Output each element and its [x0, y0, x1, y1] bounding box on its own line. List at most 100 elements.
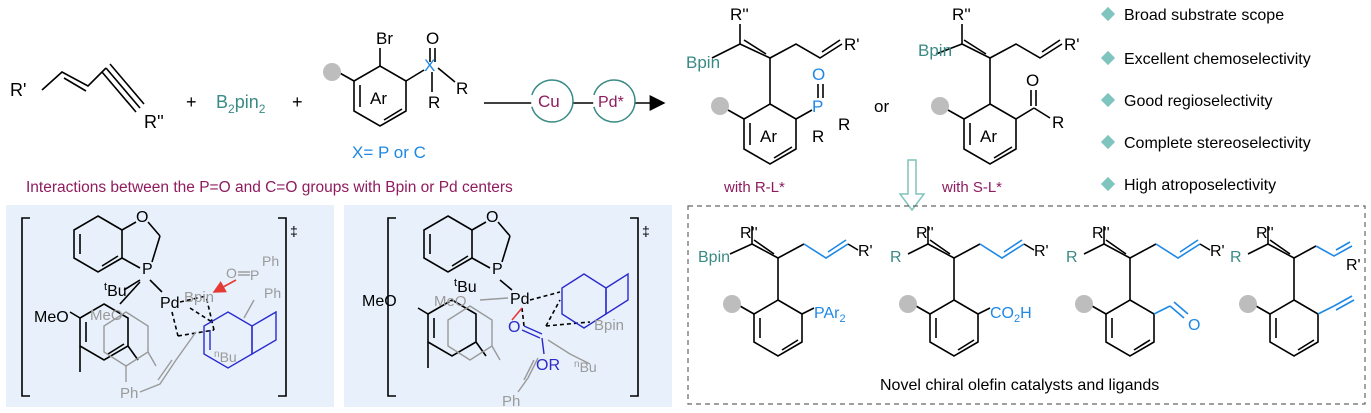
c3-group: O	[1188, 317, 1200, 334]
feature-item-1: Broad substrate scope	[1124, 7, 1284, 24]
p1-r-label-a: R	[838, 115, 850, 134]
ts2-dagger: ‡	[642, 223, 650, 239]
ts2-meo: MeO	[362, 293, 397, 310]
plus-sign-2: +	[292, 92, 303, 112]
feature-list: Broad substrate scope Excellent chemosel…	[1100, 6, 1311, 194]
catalyst-box	[687, 205, 1366, 405]
ts2-tbu-sup: t	[454, 277, 457, 289]
ts2-ring-o: O	[486, 209, 498, 226]
enyne-r1-label: R'	[10, 80, 26, 100]
catalyst-3-structure: R'' R R' O	[1066, 225, 1225, 357]
ts1-dagger: ‡	[290, 223, 298, 239]
diamond-bullet-icon	[1100, 134, 1116, 150]
p1-caption: with R-L*	[723, 179, 785, 196]
enyne-substrate: R' R''	[10, 63, 164, 132]
p2-o-label: O	[1026, 71, 1039, 90]
svg-text:nBu: nBu	[214, 349, 237, 365]
ts1-tbu: Bu	[107, 283, 127, 300]
p2-aryl-label: Ar	[980, 127, 997, 146]
p1-aryl-label: Ar	[760, 127, 777, 146]
p1-p-label: P	[812, 97, 823, 116]
p1-r2-label: R''	[730, 5, 749, 24]
svg-text:CO2H: CO2H	[990, 305, 1032, 325]
product-ketone: R'' Bpin R' O R Ar with S-L*	[918, 5, 1080, 196]
diamond-bullet-icon	[1100, 50, 1116, 66]
p2-caption: with S-L*	[941, 179, 1002, 196]
b2pin2-sub: 2	[228, 102, 235, 116]
ts2-carbonyl-o: O	[508, 319, 520, 336]
plus-sign-1: +	[186, 92, 197, 112]
c2-sub-label: R	[890, 249, 902, 266]
p1-bpin-label: Bpin	[686, 53, 720, 72]
p2-r2-label: R''	[952, 5, 971, 24]
diamond-bullet-icon	[1100, 6, 1116, 22]
product-phosphine-oxide: R'' Bpin R' O P R R Ar with R-L*	[686, 5, 860, 196]
c4-sub-label: R	[1230, 249, 1242, 266]
substituent-dot	[1075, 295, 1093, 313]
catalyst-caption: Novel chiral olefin catalysts and ligand…	[880, 377, 1159, 394]
ts1-bpin: Bpin	[184, 289, 214, 306]
svg-text:tBu: tBu	[454, 277, 477, 296]
c2-group-end: H	[1020, 305, 1032, 322]
x-definition-note: X= P or C	[352, 143, 426, 162]
p1-r-label-b: R	[812, 127, 824, 146]
ts1-nbu: Bu	[220, 349, 237, 365]
carbonyl-o-label: O	[426, 29, 439, 48]
catalyst-1-structure: R'' Bpin R' PAr2	[698, 225, 873, 357]
c1-r1-label: R'	[858, 243, 873, 260]
aryl-ring-label: Ar	[370, 89, 387, 108]
ts1-ph-3: Ph	[120, 385, 138, 402]
x-atom-label: X	[424, 56, 435, 75]
svg-text:B2pin2: B2pin2	[216, 92, 266, 116]
ts1-po-p: P	[250, 267, 259, 283]
ts2-nbu: Bu	[580, 359, 597, 375]
diamond-bullet-icon	[1100, 176, 1116, 192]
r-label-a: R	[428, 93, 440, 112]
p1-o-label: O	[812, 65, 825, 84]
p1-r1-label: R'	[844, 35, 860, 54]
pd-catalyst-label: Pd*	[598, 94, 624, 111]
substituent-dot	[931, 97, 949, 115]
ts1-p: P	[142, 261, 153, 278]
interaction-headline: Interactions between the P=O and C=O gro…	[26, 179, 513, 196]
feature-item-5: High atroposelectivity	[1124, 177, 1276, 194]
substituent-dot	[723, 295, 741, 313]
hollow-down-arrow-icon	[898, 159, 926, 212]
ts2-meo-ghost: MeO	[434, 293, 467, 310]
c1-r2-label: R''	[740, 225, 758, 242]
c3-r1-label: R'	[1210, 243, 1225, 260]
c3-sub-label: R	[1066, 249, 1078, 266]
diamond-bullet-icon	[1100, 92, 1116, 108]
ts2-ph: Ph	[502, 393, 520, 410]
feature-item-3: Good regioselectivity	[1124, 93, 1273, 110]
substituent-dot	[899, 295, 917, 313]
c4-r1-label: R'	[1346, 257, 1361, 274]
ts1-meo: MeO	[34, 309, 69, 326]
ts1-nbu-sup: n	[214, 349, 220, 360]
feature-item-4: Complete stereoselectivity	[1124, 135, 1311, 152]
catalyst-2-structure: R'' R R' CO2H	[890, 225, 1049, 357]
ts1-po-o: O	[226, 265, 237, 281]
substituent-dot	[323, 63, 341, 81]
b2pin2-pin: pin	[235, 92, 259, 112]
c1-group-sub: 2	[839, 313, 845, 325]
c2-r2-label: R''	[916, 225, 934, 242]
c1-sub-label: Bpin	[698, 249, 730, 266]
ts1-meo-ghost: MeO	[90, 307, 123, 324]
c3-r2-label: R''	[1092, 225, 1110, 242]
reaction-arrow: Cu Pd*	[484, 79, 666, 123]
ts1-structure: ‡ O P tBu Pd MeO MeO Bpin	[21, 209, 298, 402]
bromine-label: Br	[376, 29, 393, 48]
substituent-dot	[1239, 295, 1257, 313]
feature-item-2: Excellent chemoselectivity	[1124, 51, 1311, 68]
ts2-pd: Pd	[510, 291, 530, 308]
c4-r2-label: R''	[1256, 225, 1274, 242]
ts2-nbu-sup: n	[574, 359, 580, 370]
ts2-tbu: Bu	[457, 279, 477, 296]
substituent-dot	[711, 97, 729, 115]
b2pin2-b: B	[216, 92, 228, 112]
ts2-structure: ‡ O P tBu Pd MeO MeO O Bpin	[362, 209, 650, 410]
or-label: or	[874, 97, 889, 116]
c2-r1-label: R'	[1034, 243, 1049, 260]
